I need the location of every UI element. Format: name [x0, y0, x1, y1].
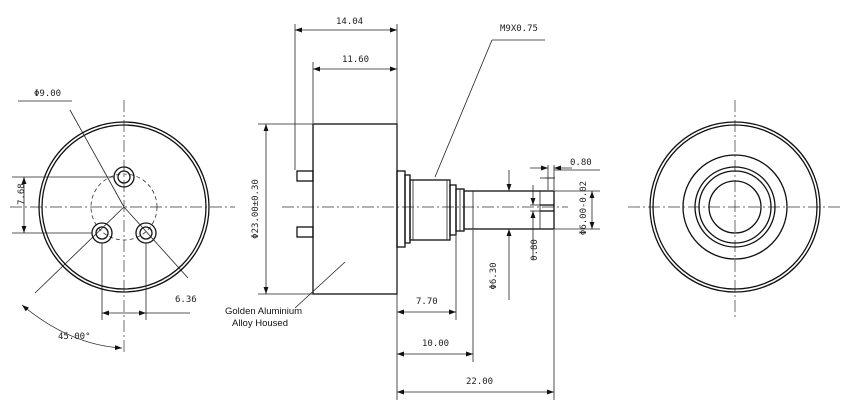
flange-step: [404, 174, 411, 244]
d1160-label: 11.60: [342, 55, 369, 65]
d080a-label: 0.80: [570, 158, 592, 168]
d768-label: 7.68: [17, 183, 27, 205]
m9-label: M9X0.75: [500, 24, 538, 34]
front-view: [628, 100, 840, 318]
rear-pitch-circle: [90, 173, 158, 241]
shaft: [463, 190, 555, 230]
flange: [396, 170, 406, 248]
bushing-nose: [449, 184, 457, 236]
front-outer-rim: [652, 124, 818, 290]
phi23-label: Φ23.00±0.30: [251, 179, 261, 239]
d770-label: 7.70: [416, 297, 438, 307]
rear-terminal-pins: [296, 170, 314, 238]
rear-view: Φ9.00 7.68 6.36 45.00°: [10, 89, 235, 352]
shaft-slot: [540, 204, 554, 212]
side-view: 14.04 11.60 M9X0.75 Φ23.00±0.30 7.70 10.…: [225, 17, 600, 400]
housing-note-leader: [294, 261, 346, 309]
phi630-label: Φ6.30: [489, 262, 499, 289]
terminal-right: [135, 222, 157, 244]
rear-diag-1: [123, 206, 189, 279]
rear-diag-2: [34, 206, 125, 294]
front-bushing-thread: [698, 170, 772, 244]
rear-outer-circle: [38, 121, 210, 293]
angle-arc: [21, 304, 123, 351]
threaded-bushing: [409, 179, 451, 241]
front-bushing-outer: [694, 166, 776, 248]
a45-label: 45.00°: [58, 332, 91, 342]
rear-inner-rim: [41, 124, 207, 290]
phi600-label: Φ6.00-0.02: [579, 181, 589, 235]
d080b-label: 0.80: [530, 239, 540, 261]
m9-leader: [434, 39, 493, 178]
d2200-label: 22.00: [466, 377, 493, 387]
phi9-label: Φ9.00: [34, 89, 61, 99]
d1000-label: 10.00: [422, 339, 449, 349]
d1404-label: 14.04: [336, 17, 363, 27]
front-flange-circle: [682, 154, 788, 260]
front-outer-circle: [649, 121, 821, 293]
housing-body: [312, 123, 398, 295]
front-shaft-circle: [708, 180, 762, 234]
housing-note-line1: Golden Aluminium: [225, 306, 302, 317]
d636-label: 6.36: [175, 295, 197, 305]
phi9-leader: [69, 109, 125, 208]
terminal-left: [91, 222, 113, 244]
housing-note-line2: Alloy Housed: [232, 318, 288, 329]
